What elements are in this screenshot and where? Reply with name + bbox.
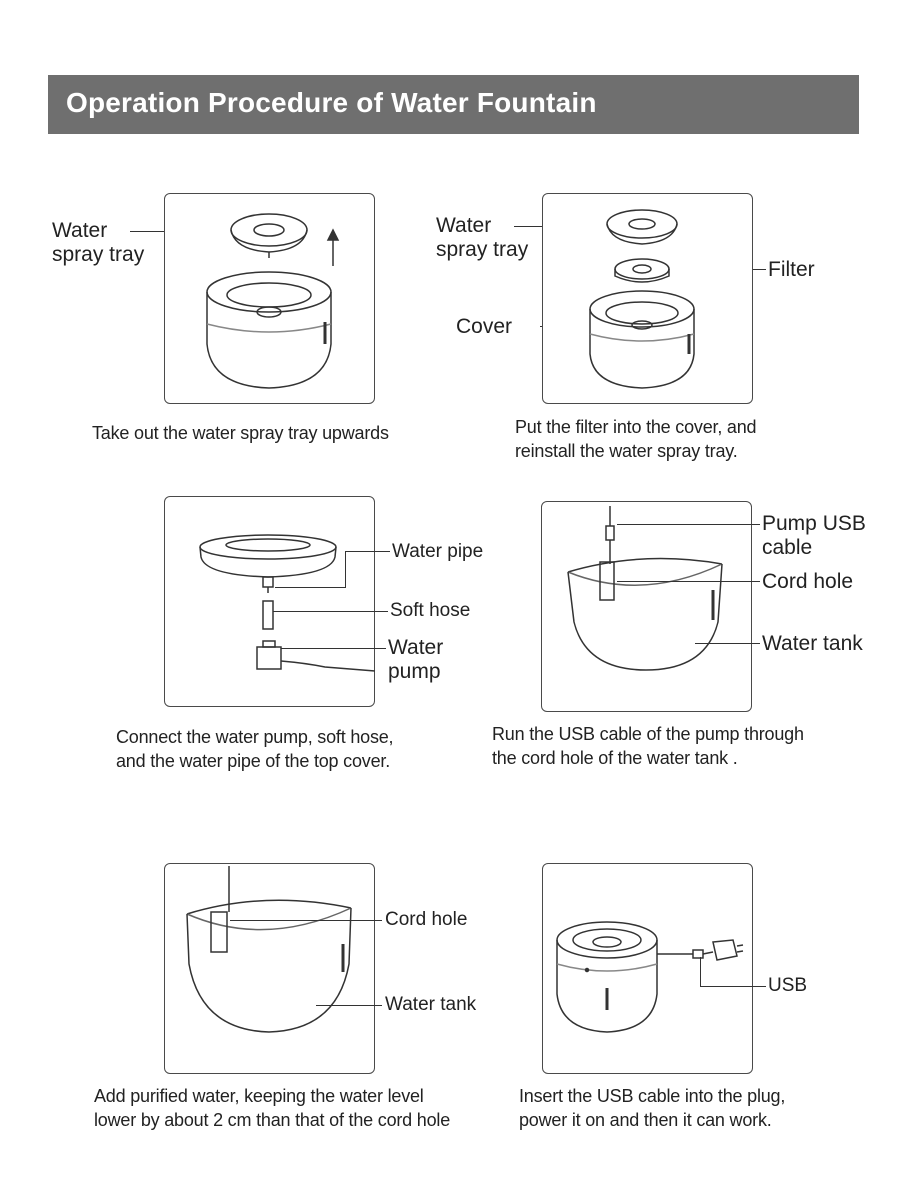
leader-line bbox=[345, 551, 390, 552]
step3-illustration bbox=[164, 496, 376, 707]
leader-line bbox=[230, 920, 382, 921]
leader-line bbox=[275, 587, 346, 588]
label-water-tank-2: Water tank bbox=[385, 994, 477, 1015]
leader-line bbox=[281, 648, 386, 649]
label-water-pipe: Water pipe bbox=[392, 541, 484, 562]
header-banner: Operation Procedure of Water Fountain bbox=[48, 75, 859, 134]
leader-line bbox=[700, 957, 701, 986]
step5-caption: Add purified water, keeping the water le… bbox=[94, 1086, 451, 1130]
step5-illustration bbox=[164, 863, 375, 1074]
label-cover: Cover bbox=[456, 315, 513, 338]
step6-illustration bbox=[542, 863, 753, 1074]
leader-line bbox=[345, 551, 346, 587]
label-filter: Filter bbox=[768, 258, 815, 281]
step1-caption: Take out the water spray tray upwards bbox=[92, 423, 389, 443]
step1-illustration bbox=[164, 193, 375, 404]
label-cord-hole-1: Cord hole bbox=[762, 570, 854, 593]
page-title: Operation Procedure of Water Fountain bbox=[66, 87, 597, 118]
leader-line bbox=[700, 986, 766, 987]
step5-diagram bbox=[186, 866, 352, 1033]
leader-line bbox=[273, 611, 388, 612]
step4-illustration bbox=[541, 501, 752, 712]
leader-line bbox=[316, 1005, 382, 1006]
step2-diagram bbox=[589, 209, 695, 389]
label-usb: USB bbox=[768, 975, 808, 996]
step2-caption: Put the filter into the cover, and reins… bbox=[515, 417, 757, 461]
label-soft-hose: Soft hose bbox=[390, 600, 471, 621]
label-cord-hole-2: Cord hole bbox=[385, 909, 468, 930]
step3-diagram bbox=[199, 534, 376, 672]
label-water-tank-1: Water tank bbox=[762, 632, 863, 655]
step6-caption: Insert the USB cable into the plug, powe… bbox=[519, 1086, 786, 1130]
step1-diagram bbox=[206, 213, 340, 389]
step4-diagram bbox=[567, 506, 723, 671]
step3-caption: Connect the water pump, soft hose, and t… bbox=[116, 727, 394, 771]
leader-line bbox=[617, 524, 760, 525]
step4-caption: Run the USB cable of the pump through th… bbox=[492, 724, 804, 768]
leader-line bbox=[695, 643, 760, 644]
step2-illustration bbox=[542, 193, 753, 404]
leader-line bbox=[617, 581, 760, 582]
step6-diagram bbox=[556, 921, 744, 1033]
